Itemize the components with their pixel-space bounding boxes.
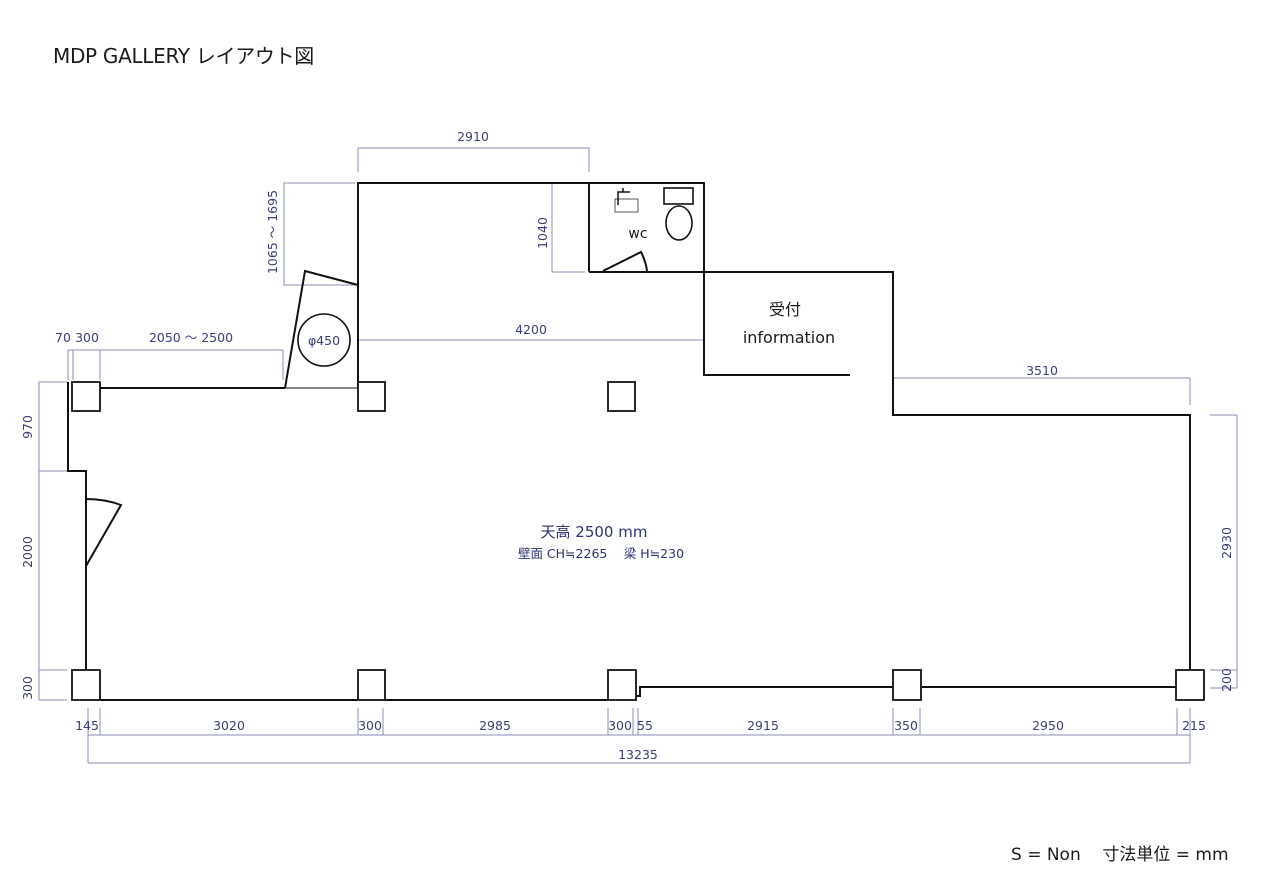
wc-label: wc	[628, 226, 647, 242]
round-column: φ450	[297, 313, 351, 367]
dim-bottom: 300	[358, 718, 382, 733]
toilet-icon	[663, 187, 694, 241]
sink-icon	[614, 188, 639, 213]
dim-970: 970	[20, 415, 35, 439]
dim-200: 200	[1219, 668, 1234, 692]
units-label: 寸法単位 = mm	[1102, 845, 1229, 865]
reception-label-jp: 受付	[769, 300, 801, 319]
column	[892, 669, 922, 701]
wc-room: wc	[602, 187, 694, 272]
dim-bottom: 2985	[479, 718, 511, 733]
scale-label: S = Non	[1011, 845, 1081, 865]
dim-1065-1695: 1065 ～ 1695	[265, 190, 280, 274]
side-door	[85, 498, 123, 567]
dimension-labels: 2910 1065 ～ 1695 1040 70 300 2050 ～ 2500…	[20, 129, 1234, 762]
column	[71, 381, 101, 412]
walls	[67, 182, 1191, 701]
column	[607, 381, 636, 412]
reception-label-en: information	[743, 328, 835, 347]
dim-bottom: 2950	[1032, 718, 1064, 733]
column	[1175, 669, 1205, 701]
column	[357, 381, 386, 412]
columns	[71, 381, 1205, 701]
page-title: MDP GALLERY レイアウト図	[53, 44, 314, 68]
dim-bottom: 215	[1182, 718, 1206, 733]
dim-3510: 3510	[1026, 363, 1058, 378]
column	[607, 669, 637, 701]
ceiling-details: 壁面 CH≒2265 梁 H≒230	[518, 546, 684, 561]
dim-bottom: 55	[637, 718, 653, 733]
dim-2910: 2910	[457, 129, 489, 144]
dim-bottom: 350	[894, 718, 918, 733]
dim-bottom: 300	[608, 718, 632, 733]
dim-bottom: 2915	[747, 718, 779, 733]
column	[71, 669, 101, 701]
dim-2000: 2000	[20, 536, 35, 568]
entry-door	[284, 269, 359, 389]
dim-total: 13235	[618, 747, 658, 762]
wc-door	[602, 250, 648, 272]
ceiling-height: 天高 2500 mm	[541, 523, 648, 541]
dim-bottom: 145	[75, 718, 99, 733]
dim-2930: 2930	[1219, 527, 1234, 559]
dim-300-left: 300	[20, 676, 35, 700]
dim-70: 70	[55, 330, 71, 345]
dim-4200: 4200	[515, 322, 547, 337]
column	[357, 669, 386, 701]
dim-2050-2500: 2050 ～ 2500	[149, 330, 233, 345]
dim-300-top: 300	[75, 330, 99, 345]
round-column-label: φ450	[308, 333, 340, 348]
dim-bottom: 3020	[213, 718, 245, 733]
dim-1040: 1040	[535, 217, 550, 249]
scale-note: S = Non 寸法単位 = mm	[1011, 840, 1229, 865]
